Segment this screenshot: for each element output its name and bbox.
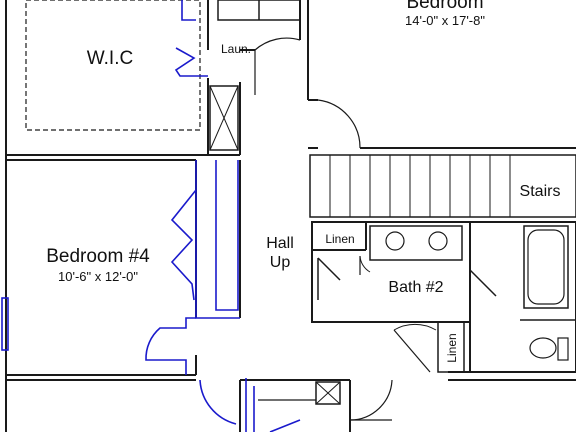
hall-label: Hall xyxy=(266,235,294,252)
laundry-label: Laun. xyxy=(221,42,251,56)
linen-top-label: Linen xyxy=(325,232,354,246)
bedroom-top-dims: 14'-0" x 17'-8" xyxy=(405,13,485,28)
closet-doors xyxy=(1,0,301,432)
room-labels: W.I.C Laun. Bedroom 14'-0" x 17'-8" Bedr… xyxy=(46,0,560,363)
bedroom4-label: Bedroom #4 xyxy=(46,246,150,267)
walls xyxy=(5,0,576,432)
bath2-label: Bath #2 xyxy=(388,279,443,296)
bedroom-top-label: Bedroom xyxy=(406,0,483,13)
hall-up-label: Up xyxy=(270,254,291,271)
bedroom4-dims: 10'-6" x 12'-0" xyxy=(58,269,138,284)
linen-side-label: Linen xyxy=(445,333,459,362)
stairs-label: Stairs xyxy=(520,183,561,200)
wic-label: W.I.C xyxy=(87,48,133,69)
